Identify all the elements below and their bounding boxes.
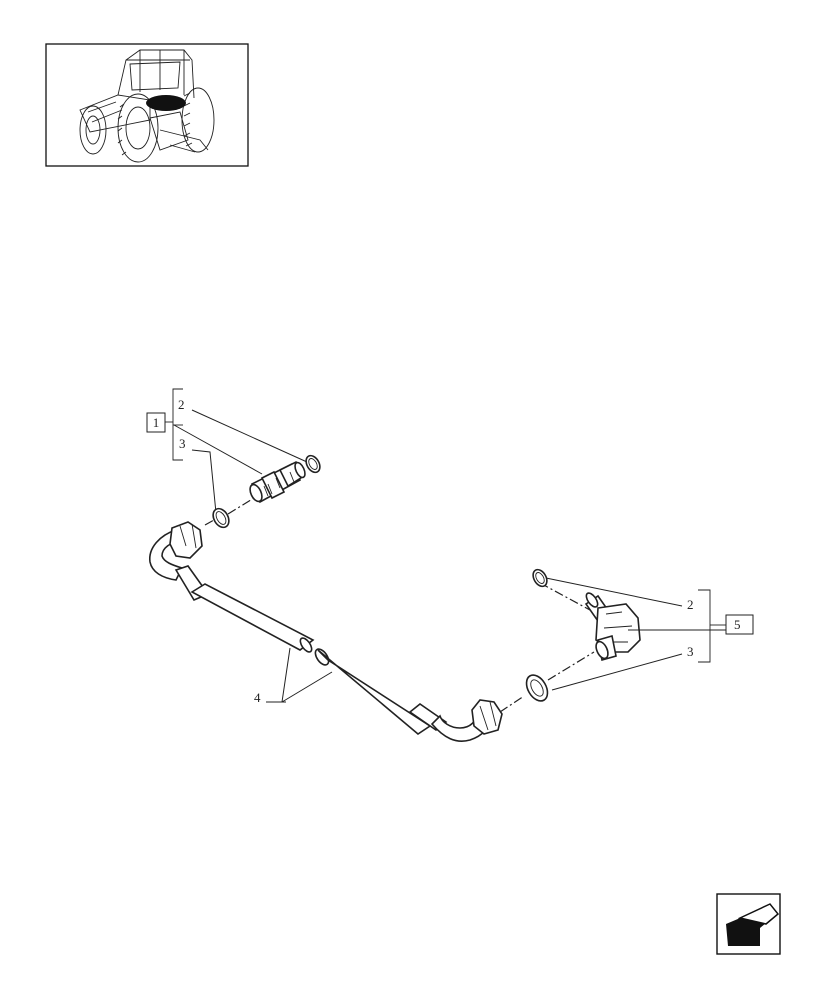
right-bracket	[698, 589, 711, 663]
pipe-left-section	[149, 521, 315, 653]
o-ring-right-bottom	[525, 674, 549, 702]
callout-left-3: 3	[179, 436, 186, 451]
pipe-right-section	[314, 648, 503, 742]
straight-fitting-left	[249, 460, 306, 504]
reference-box-1[interactable]: 1	[146, 412, 166, 433]
callout-left-2: 2	[178, 397, 185, 412]
tractor-thumbnail-icon[interactable]	[45, 43, 249, 167]
elbow-fitting-right	[584, 592, 641, 662]
callout-pipe-4: 4	[254, 690, 261, 705]
callout-right-3: 3	[687, 644, 694, 659]
o-ring-left-bottom	[212, 507, 230, 529]
back-arrow-icon[interactable]	[716, 893, 781, 955]
svg-text:5: 5	[734, 617, 741, 632]
o-ring-left-top	[305, 454, 321, 474]
callout-right-2: 2	[687, 597, 694, 612]
o-ring-right-top	[532, 568, 548, 588]
left-bracket	[172, 388, 183, 461]
reference-box-5[interactable]: 5	[725, 614, 754, 635]
svg-text:1: 1	[153, 415, 160, 430]
